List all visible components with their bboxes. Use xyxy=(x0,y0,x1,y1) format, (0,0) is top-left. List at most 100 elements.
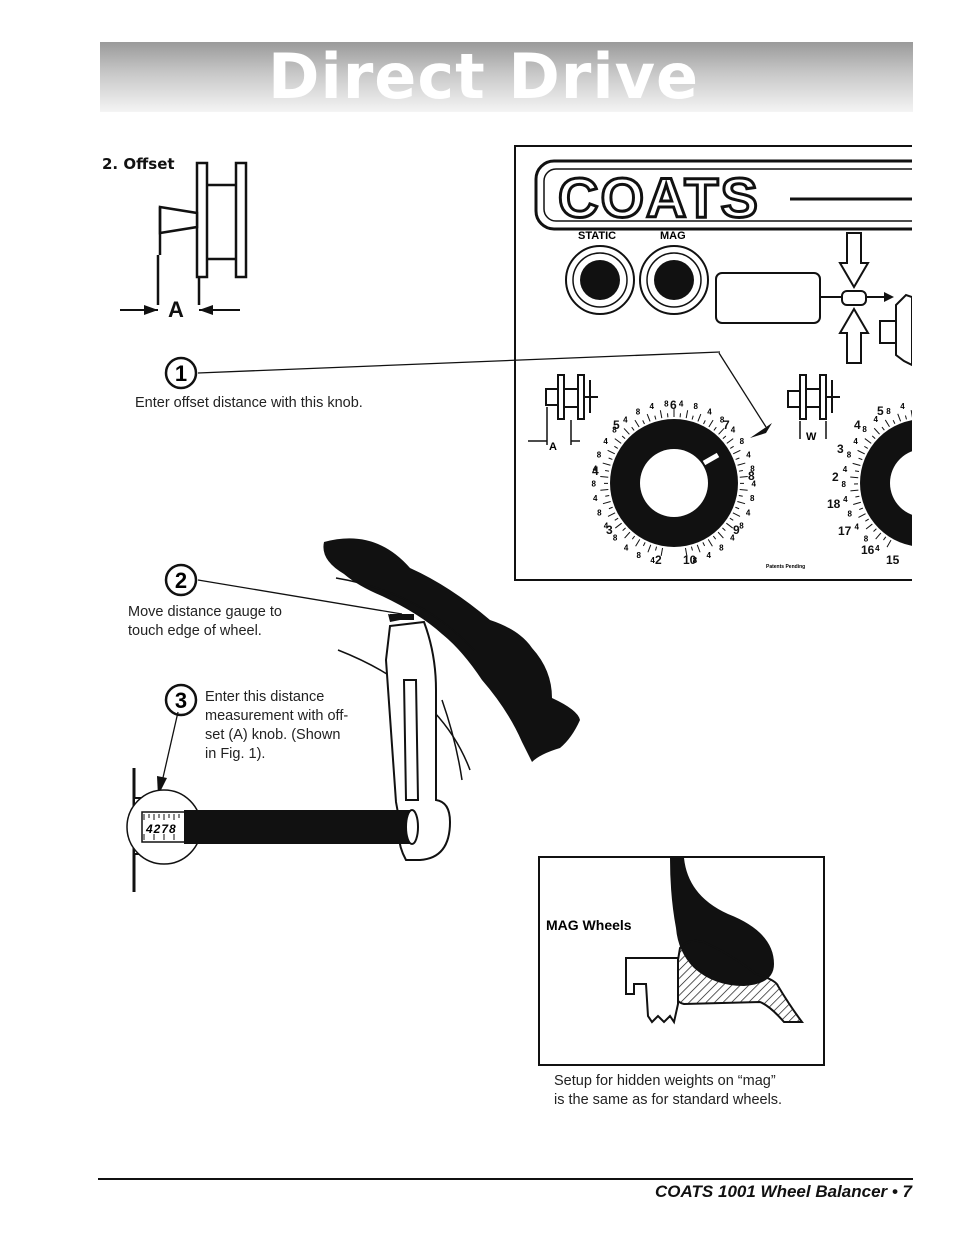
dial-tick xyxy=(735,457,740,460)
dial-tick xyxy=(621,435,626,440)
dial-tick xyxy=(732,512,741,517)
dial-tick xyxy=(732,449,741,455)
static-button-label: STATIC xyxy=(578,230,616,242)
dial-minor-number: 4 xyxy=(706,551,711,560)
dial-minor-number: 8 xyxy=(864,534,869,543)
dial-minor-number: 4 xyxy=(624,543,629,552)
distance-gauge-illustration: 4278 xyxy=(126,538,580,892)
dial-tick xyxy=(722,435,727,440)
dial-minor-number: 4 xyxy=(746,450,751,459)
dial-minor-number: 4 xyxy=(854,523,859,532)
dial-tick xyxy=(858,457,863,461)
dial-minor-number: 4 xyxy=(603,437,608,446)
dial-tick xyxy=(707,539,713,547)
mag-button[interactable] xyxy=(639,245,709,315)
display-window xyxy=(715,272,821,324)
dial-tick xyxy=(605,495,610,497)
right-dial-number: 5 xyxy=(877,404,884,418)
dial-tick xyxy=(691,415,694,420)
dial-tick xyxy=(624,531,631,539)
left-dial-number: 10 xyxy=(683,553,697,567)
dial-tick xyxy=(853,501,862,506)
dial-minor-number: 8 xyxy=(842,480,847,489)
dial-tick xyxy=(605,469,610,472)
mag-wheels-label: MAG Wheels xyxy=(546,917,632,933)
dial-tick xyxy=(873,528,877,532)
mag-caption: Setup for hidden weights on “mag” is the… xyxy=(554,1073,783,1108)
dial-tick xyxy=(607,512,616,517)
dial-tick xyxy=(614,445,619,449)
dial-tick xyxy=(647,544,652,553)
offset-diagram: A xyxy=(120,161,248,322)
callout-1-badge: 1 xyxy=(164,356,198,390)
dial-tick xyxy=(602,500,611,505)
dial-minor-number: 4 xyxy=(604,522,609,531)
dial-tick xyxy=(737,462,746,466)
width-knob[interactable] xyxy=(860,419,912,547)
left-dial-number: 3 xyxy=(606,523,613,537)
dial-minor-number: 8 xyxy=(592,479,597,488)
static-button[interactable] xyxy=(565,245,635,315)
dial-tick xyxy=(726,522,734,529)
dial-tick xyxy=(871,435,876,439)
dial-minor-number: 4 xyxy=(751,479,756,488)
dial-tick xyxy=(614,517,619,521)
dial-tick xyxy=(857,449,865,455)
dial-tick xyxy=(684,547,688,556)
dial-tick xyxy=(739,488,748,491)
dial-tick xyxy=(642,420,645,425)
dial-tick xyxy=(859,507,864,511)
dial-tick xyxy=(726,438,734,444)
dial-tick xyxy=(635,539,641,547)
dial-tick xyxy=(713,426,717,431)
dial-minor-number: 8 xyxy=(750,465,755,474)
dial-minor-number: 8 xyxy=(739,522,744,531)
left-dial-number: 9 xyxy=(733,523,740,537)
dial-tick xyxy=(875,532,882,540)
dimension-label-a: A xyxy=(168,297,184,322)
dial-tick xyxy=(850,489,859,492)
dial-minor-number: 4 xyxy=(650,402,655,411)
dial-minor-number: 8 xyxy=(847,509,852,518)
dial-minor-number: 4 xyxy=(593,465,598,474)
callout-3-text: Enter this distance measurement with off… xyxy=(205,689,349,762)
callout-2-text: Move distance gauge to touch edge of whe… xyxy=(128,604,282,639)
dial-tick xyxy=(850,476,859,479)
svg-text:2: 2 xyxy=(175,568,187,593)
dial-tick xyxy=(852,462,861,466)
dial-tick xyxy=(718,428,725,435)
dial-tick xyxy=(883,536,887,541)
dial-minor-number: 8 xyxy=(636,407,641,416)
dial-tick xyxy=(858,513,866,518)
dial-tick xyxy=(642,542,646,547)
dial-minor-number: 4 xyxy=(746,508,751,517)
dial-tick xyxy=(608,506,613,510)
dial-minor-number: 4 xyxy=(593,494,598,503)
dial-tick xyxy=(738,469,743,472)
dial-tick xyxy=(854,470,860,473)
dial-minor-number: 4 xyxy=(853,437,858,446)
dial-minor-number: 8 xyxy=(693,556,698,565)
dial-minor-number: 4 xyxy=(731,425,736,434)
dial-tick xyxy=(712,535,717,540)
dial-tick xyxy=(634,419,640,428)
dial-minor-number: 4 xyxy=(873,415,878,424)
dial-tick xyxy=(735,506,740,510)
dial-tick xyxy=(690,546,693,551)
right-dial-number: 18 xyxy=(827,497,841,511)
dial-tick xyxy=(703,420,706,425)
mag-wheels-inset: MAG Wheels xyxy=(538,856,825,1066)
header-banner: Direct Drive xyxy=(100,42,913,112)
dial-minor-number: 8 xyxy=(664,399,669,408)
dial-minor-number: 8 xyxy=(750,494,755,503)
right-dial-number: 4 xyxy=(854,418,861,432)
section-title: 2. Offset xyxy=(102,155,175,173)
dial-tick xyxy=(729,445,734,449)
right-dial-number: 15 xyxy=(886,553,900,567)
footer-rule xyxy=(98,1178,913,1180)
dial-tick xyxy=(855,495,860,498)
dial-minor-number: 8 xyxy=(886,407,891,416)
dial-tick xyxy=(660,547,664,556)
dial-minor-number: 8 xyxy=(693,402,698,411)
